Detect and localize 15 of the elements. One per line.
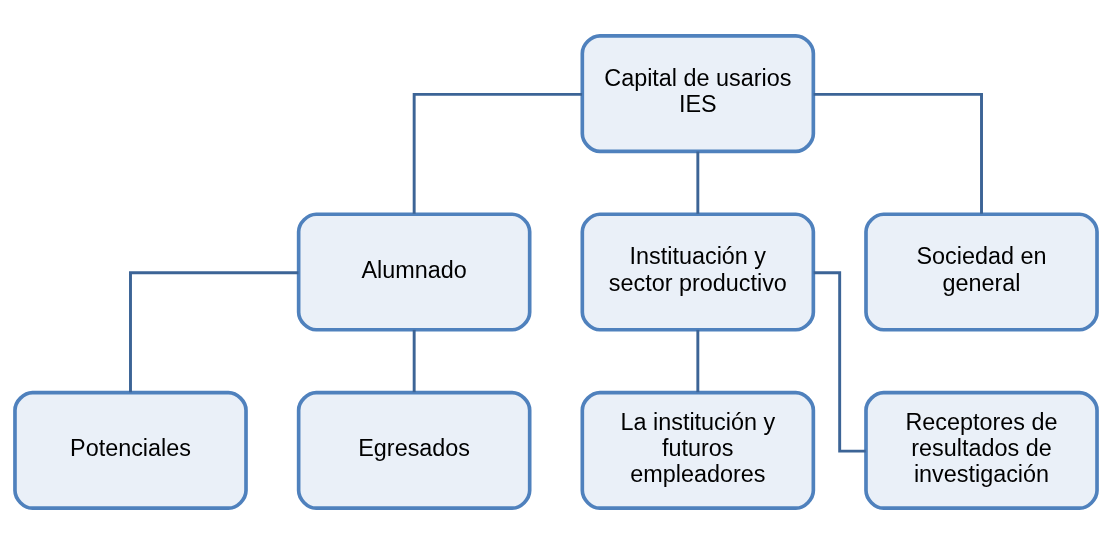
node-box: Instituación y sector productivo [580, 212, 816, 332]
node-box: Receptores de resultados de investigación [864, 390, 1099, 510]
node-box: Capital de usarios IES [580, 34, 816, 154]
node-box: Sociedad en general [864, 212, 1099, 332]
connector [412, 329, 416, 393]
node-box: Potenciales [13, 390, 248, 510]
node-box: Alumnado [296, 212, 532, 332]
connector [696, 329, 700, 393]
node-box: La institución y futuros empleadores [580, 390, 816, 510]
connector [129, 271, 299, 393]
connector [813, 92, 983, 214]
connector [412, 92, 583, 214]
connector [813, 271, 866, 453]
node-box: Egresados [296, 390, 532, 510]
connector [696, 151, 700, 214]
